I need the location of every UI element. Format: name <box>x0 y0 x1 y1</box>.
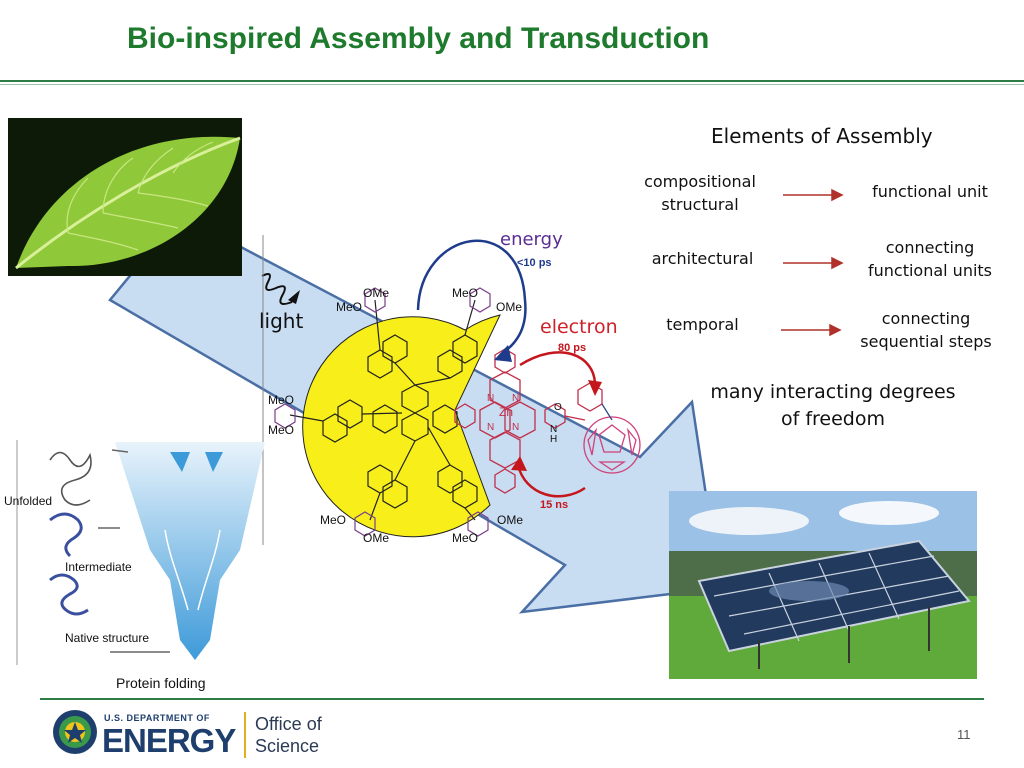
assembly-heading: Elements of Assembly <box>711 124 933 148</box>
substituent-label: MeO <box>268 393 295 407</box>
end-groups <box>274 287 491 537</box>
substituent-label: MeO <box>452 286 479 300</box>
doe-seal-logo <box>53 710 97 754</box>
slide-title: Bio-inspired Assembly and Transduction <box>127 22 710 55</box>
back-transfer-arrow <box>516 464 586 498</box>
assembly-row-right: functional unit <box>872 182 988 201</box>
electron-time: 80 ps <box>558 342 587 354</box>
substituent-label: MeO <box>336 300 363 314</box>
substituent-label: MeO <box>452 531 479 545</box>
folding-state-unfolded: Unfolded <box>4 494 53 508</box>
electron-label: electron <box>540 316 618 338</box>
energy-time: <10 ps <box>517 257 552 269</box>
nitrogen-label: N <box>487 422 495 433</box>
energy-label: energy <box>500 229 563 250</box>
amide-oxygen-label: O <box>554 402 562 413</box>
amide-nitrogen-label: N <box>550 424 558 435</box>
nitrogen-label: N <box>512 422 520 433</box>
light-wave-icon <box>261 273 293 305</box>
electron-arrow <box>519 351 597 386</box>
substituent-label: MeO <box>268 423 295 437</box>
title-divider-thin <box>0 84 1024 85</box>
intermediate-protein-icon <box>49 512 83 558</box>
native-protein-icon <box>49 573 89 616</box>
substituent-label: MeO <box>320 513 347 527</box>
substituent-label: OMe <box>497 513 524 527</box>
energy-arrow <box>416 239 527 357</box>
unfolded-protein-icon <box>49 451 92 506</box>
substituent-label: OMe <box>363 286 390 300</box>
solar-panel-photo <box>669 491 977 679</box>
assembly-row-left: compositional structural <box>644 172 756 214</box>
substituent-label: OMe <box>363 531 390 545</box>
title-divider <box>0 80 1024 82</box>
folding-caption: Protein folding <box>116 675 206 691</box>
folding-state-native: Native structure <box>65 631 150 645</box>
light-arrowhead-icon <box>288 290 300 304</box>
light-label: light <box>259 309 304 333</box>
fullerene <box>577 382 641 474</box>
energy-arrowhead <box>494 345 512 362</box>
folding-funnel-diagram <box>49 442 265 660</box>
leaf-photo <box>8 118 242 276</box>
assembly-row-right: connecting sequential steps <box>860 309 992 351</box>
page-number: 11 <box>957 727 971 742</box>
assembly-arrows <box>781 188 844 337</box>
nitrogen-label: N <box>487 393 495 404</box>
assembly-row-left: architectural <box>651 249 754 268</box>
assembly-row-right: connecting functional units <box>867 238 993 280</box>
doe-line2: ENERGY <box>102 722 236 759</box>
footer-divider <box>40 698 984 700</box>
office-line2: Science <box>255 736 320 756</box>
zinc-label: Zn <box>499 405 514 419</box>
assembly-summary: many interacting degrees of freedom <box>710 381 956 430</box>
folding-state-intermediate: Intermediate <box>65 560 132 574</box>
antenna-disk <box>302 314 501 538</box>
antenna-rings <box>289 299 478 521</box>
amide-hydrogen-label: H <box>550 434 558 445</box>
assembly-row-left: temporal <box>666 315 739 334</box>
doe-line1: U.S. DEPARTMENT OF <box>104 713 210 723</box>
electron-arrowhead <box>588 380 602 396</box>
office-line1: Office of <box>255 714 322 734</box>
nitrogen-label: N <box>512 393 520 404</box>
substituent-label: OMe <box>496 300 523 314</box>
footer-logo-divider <box>244 712 246 758</box>
back-transfer-time: 15 ns <box>540 499 569 511</box>
back-transfer-arrowhead <box>511 456 527 471</box>
